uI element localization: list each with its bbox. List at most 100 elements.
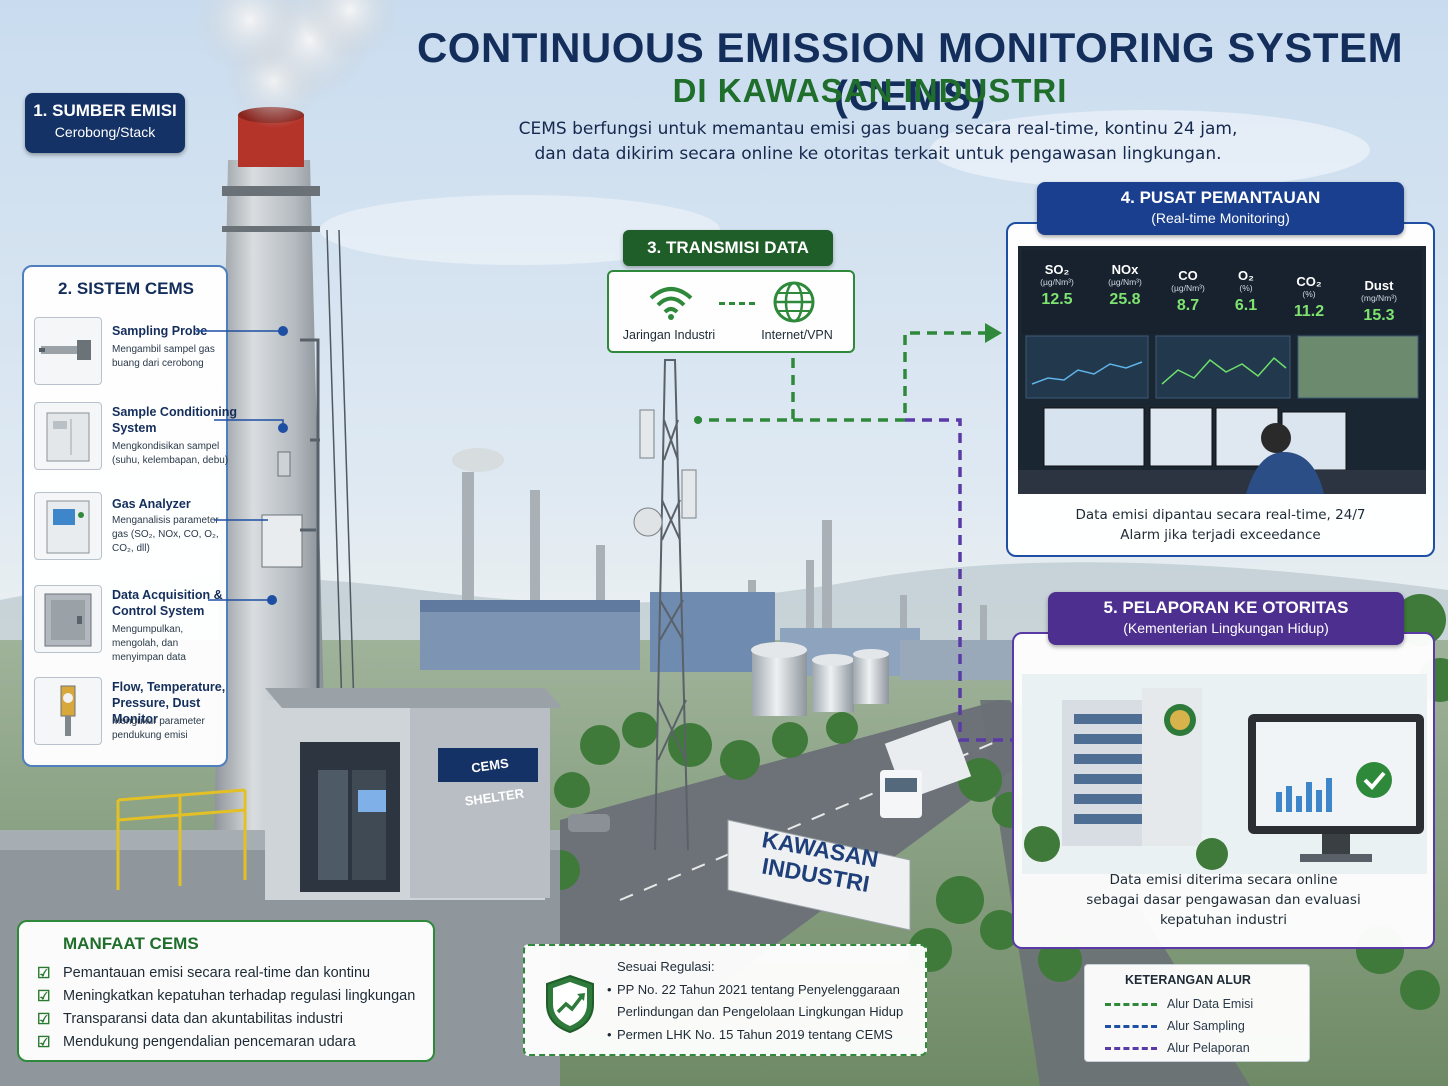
metric-name: CO: [1178, 268, 1198, 283]
conditioning-cabinet-icon: [34, 402, 102, 470]
reporting-caption-line-3: kepatuhan industri: [1159, 912, 1288, 928]
metric-value: 8.7: [1176, 297, 1200, 314]
ministry-building-image: [1022, 674, 1427, 874]
benefits-title: MANFAAT CEMS: [63, 934, 199, 953]
intro-text: CEMS berfungsi untuk memantau emisi gas …: [470, 117, 1286, 167]
metrics-display: SO₂ (µg/Nm³) 12.5 NOx (µg/Nm³) 25.8 CO (…: [1022, 250, 1422, 334]
metric-unit: (%): [1239, 283, 1253, 293]
metric-name: Dust: [1364, 278, 1394, 293]
data-flow-line: [793, 331, 985, 422]
cems-item-sample-conditioning: Sample Conditioning System Mengkondisika…: [34, 402, 237, 472]
source-badge: 1. SUMBER EMISI Cerobong/Stack: [25, 93, 185, 153]
metric-unit: (µg/Nm³): [1108, 277, 1142, 287]
metric-unit: (µg/Nm³): [1171, 283, 1205, 293]
reporting-badge: 5. PELAPORAN KE OTORITAS (Kementerian Li…: [1048, 592, 1404, 645]
source-subtitle: Cerobong/Stack: [54, 124, 156, 140]
metric-unit: (mg/Nm³): [1361, 293, 1397, 303]
cems-item-title: Sampling Probe: [112, 324, 208, 338]
shield-chart-icon: [543, 974, 597, 1038]
cems-item-title: Data Acquisition & Control System: [112, 588, 223, 618]
reporting-caption-line-1: Data emisi diterima secara online: [1109, 872, 1338, 888]
legend-line-swatch: [1105, 1003, 1157, 1006]
regulation-panel: Sesuai Regulasi: •PP No. 22 Tahun 2021 t…: [523, 944, 927, 1056]
control-room-scene: [1018, 335, 1426, 494]
data-flow-line: [698, 358, 795, 422]
metric-unit: (µg/Nm³): [1040, 277, 1074, 287]
cems-system-title: 2. SISTEM CEMS: [57, 279, 195, 298]
metric-name: O₂: [1238, 268, 1254, 283]
reporting-title: 5. PELAPORAN KE OTORITAS: [1103, 598, 1349, 617]
probe-icon: [34, 317, 102, 385]
benefit-item: ☑Transparansi data dan akuntabilitas ind…: [37, 1008, 427, 1031]
monitoring-badge: 4. PUSAT PEMANTAUAN (Real-time Monitorin…: [1037, 182, 1404, 235]
metric-o2: O₂ (%) 6.1: [1218, 250, 1274, 322]
analyzer-icon: [34, 492, 102, 560]
cems-item-desc: Menganalisis parameter gas (SO₂, NOx, CO…: [112, 515, 219, 554]
metric-name: NOx: [1111, 262, 1139, 277]
transmission-title: 3. TRANSMISI DATA: [623, 230, 833, 266]
metric-so2: SO₂ (µg/Nm³) 12.5: [1026, 250, 1088, 322]
report-flow-line: [905, 418, 1036, 742]
cems-item-desc: Mengkondisikan sampel (suhu, kelembapan,…: [112, 441, 229, 466]
metric-dust: Dust (mg/Nm³) 15.3: [1344, 250, 1414, 324]
legend-title: KETERANGAN ALUR: [1125, 973, 1251, 987]
cems-item-data-acquisition: Data Acquisition & Control System Mengum…: [34, 585, 229, 663]
flow-monitor-icon: [34, 677, 102, 745]
sampling-line: [214, 419, 284, 428]
metric-name: CO₂: [1296, 274, 1322, 289]
benefit-item: ☑Mendukung pengendalian pencemaran udara: [37, 1031, 427, 1054]
regulation-item: •Permen LHK No. 15 Tahun 2019 tentang CE…: [607, 1026, 893, 1042]
wifi-icon: [647, 284, 695, 324]
legend-panel: KETERANGAN ALUR Alur Data Emisi Alur Sam…: [1084, 964, 1310, 1062]
cems-item-title: Sample Conditioning System: [112, 405, 237, 435]
reporting-caption-line-2: sebagai dasar pengawasan dan evaluasi: [1086, 892, 1361, 908]
monitoring-subtitle: (Real-time Monitoring): [1151, 210, 1290, 226]
metric-value: 11.2: [1293, 303, 1325, 320]
data-flow-arrowhead: [985, 323, 1002, 343]
metric-value: 25.8: [1109, 291, 1141, 308]
metric-name: SO₂: [1044, 262, 1070, 277]
monitoring-caption-line-2: Alarm jika terjadi exceedance: [1120, 527, 1321, 543]
network-label: Jaringan Industri: [622, 328, 716, 342]
benefits-panel: MANFAAT CEMS ☑Pemantauan emisi secara re…: [17, 920, 435, 1062]
benefit-item: ☑Meningkatkan kepatuhan terhadap regulas…: [37, 985, 427, 1008]
monitoring-caption-line-1: Data emisi dipantau secara real-time, 24…: [1075, 507, 1366, 523]
benefit-item: ☑Pemantauan emisi secara real-time dan k…: [37, 962, 427, 985]
cems-item-title: Flow, Temperature, Pressure, Dust Monito…: [112, 680, 226, 726]
metric-value: 12.5: [1041, 291, 1073, 308]
regulation-item: •PP No. 22 Tahun 2021 tentang Penyelengg…: [607, 981, 904, 1020]
cems-item-sampling-probe: Sampling Probe Mengambil sampel gas buan…: [34, 317, 229, 387]
legend-line-swatch: [1105, 1025, 1157, 1028]
metric-value: 6.1: [1234, 297, 1258, 314]
monitoring-title: 4. PUSAT PEMANTAUAN: [1120, 188, 1321, 207]
checkbox-icon: ☑: [37, 965, 51, 982]
globe-icon: [772, 280, 816, 328]
reporting-subtitle: (Kementerian Lingkungan Hidup): [1123, 620, 1329, 636]
legend-line-swatch: [1105, 1047, 1157, 1050]
internet-label: Internet/VPN: [761, 328, 833, 342]
link-dashes: [719, 302, 755, 305]
reporting-panel: Data emisi diterima secara online sebaga…: [1012, 632, 1435, 949]
metric-co: CO (µg/Nm³) 8.7: [1160, 250, 1216, 322]
source-title: 1. SUMBER EMISI: [33, 101, 177, 120]
reporting-caption: Data emisi diterima secara online sebaga…: [1014, 870, 1433, 930]
page-subtitle: DI KAWASAN INDUSTRI: [672, 72, 1068, 109]
page-title: CONTINUOUS EMISSION MONITORING SYSTEM (C…: [416, 24, 1404, 119]
legend-item-sampling: Alur Sampling: [1105, 1015, 1305, 1037]
metric-value: 15.3: [1363, 307, 1395, 324]
legend-item-report: Alur Pelaporan: [1105, 1037, 1305, 1059]
intro-line-1: CEMS berfungsi untuk memantau emisi gas …: [518, 119, 1238, 139]
cems-item-desc: Mengambil sampel gas buang dari cerobong: [112, 344, 215, 369]
cems-item-title: Gas Analyzer: [112, 497, 191, 511]
monitoring-panel: SO₂ (µg/Nm³) 12.5 NOx (µg/Nm³) 25.8 CO (…: [1006, 222, 1435, 557]
checkbox-icon: ☑: [37, 1011, 51, 1028]
legend-item-data: Alur Data Emisi: [1105, 993, 1305, 1015]
daq-cabinet-icon: [34, 585, 102, 653]
transmission-panel: Jaringan Industri Internet/VPN: [607, 270, 855, 353]
monitoring-caption: Data emisi dipantau secara real-time, 24…: [1008, 505, 1433, 545]
intro-line-2: dan data dikirim secara online ke otorit…: [534, 144, 1222, 164]
regulation-text: Sesuai Regulasi: •PP No. 22 Tahun 2021 t…: [607, 956, 921, 1046]
cems-item-desc: Mengumpulkan, mengolah, dan menyimpan da…: [112, 624, 186, 663]
control-room-image: SO₂ (µg/Nm³) 12.5 NOx (µg/Nm³) 25.8 CO (…: [1018, 246, 1426, 494]
